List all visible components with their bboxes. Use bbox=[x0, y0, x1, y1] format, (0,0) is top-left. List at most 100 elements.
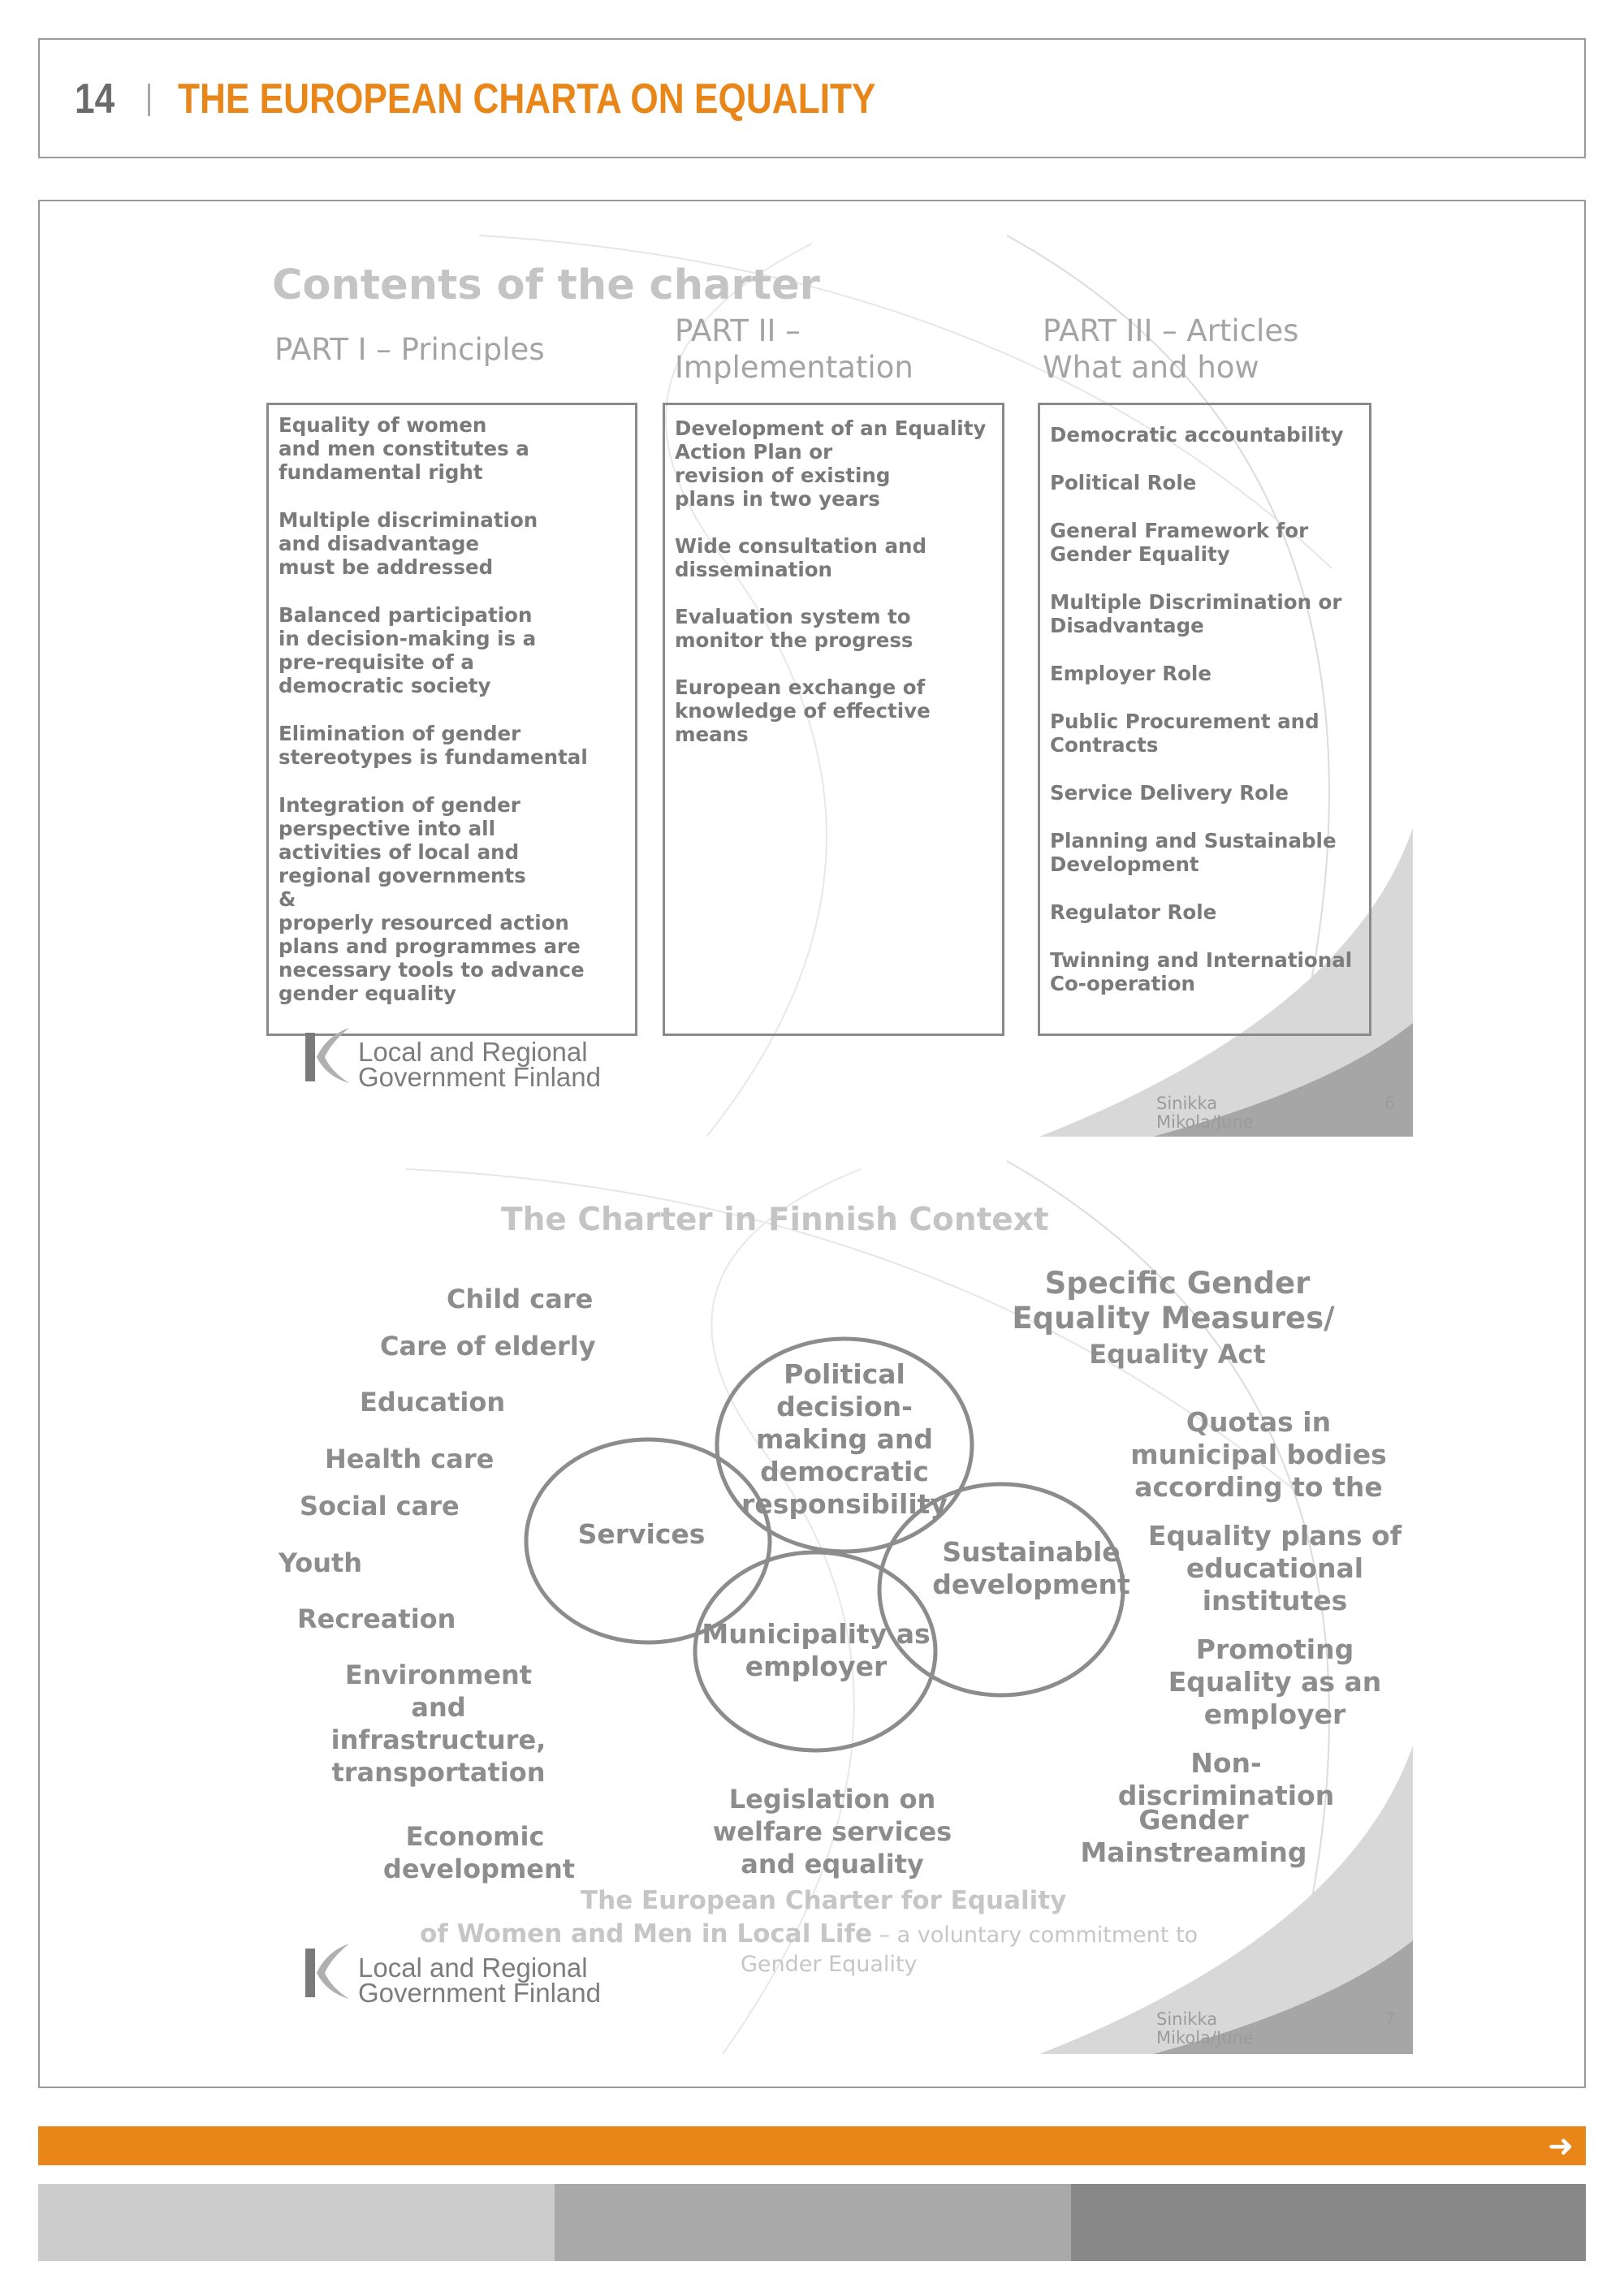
part2-list: Development of an Equality Action Plan o… bbox=[675, 416, 996, 770]
list-item: Public Procurement and Contracts bbox=[1050, 710, 1320, 757]
part2-box: Development of an Equality Action Plan o… bbox=[663, 403, 1004, 1036]
circle-label-political: Political decision- making and democrati… bbox=[741, 1358, 948, 1520]
slide1-logo-line2: Government Finland bbox=[358, 1062, 601, 1092]
page-number: 14 bbox=[75, 76, 115, 123]
charter-footer-bold: of Women and Men in Local Life bbox=[420, 1919, 873, 1949]
venn-diagram bbox=[524, 1336, 1125, 1753]
slide2-logo-line2: Government Finland bbox=[358, 1978, 601, 2008]
right-item: institutes bbox=[1202, 1585, 1348, 1616]
list-item: Equality of women and men constitutes a … bbox=[279, 413, 529, 484]
slide1-number: 6 bbox=[1384, 1094, 1396, 1113]
list-item: Twinning and International Co-operation bbox=[1050, 948, 1353, 995]
left-item: infrastructure, bbox=[330, 1724, 546, 1755]
right-item: Equality as an bbox=[1168, 1666, 1382, 1698]
right-item: discrimination bbox=[1117, 1780, 1335, 1811]
slide1-logo-line1: Local and Regional bbox=[358, 1037, 588, 1067]
right-item: employer bbox=[1203, 1698, 1346, 1730]
list-item: Democratic accountability bbox=[1050, 423, 1344, 447]
footer-bar-dark bbox=[1071, 2184, 1586, 2261]
left-item: Environment bbox=[344, 1659, 533, 1690]
slide1-title: Contents of the charter bbox=[272, 261, 820, 309]
right-item: educational bbox=[1186, 1552, 1364, 1584]
slide1-decoration bbox=[478, 235, 1413, 1137]
part2-heading-line2: Implementation bbox=[675, 350, 914, 385]
footer-bar-mid bbox=[555, 2184, 1071, 2261]
page-title: THE EUROPEAN CHARTA ON EQUALITY bbox=[178, 76, 876, 123]
list-item: Service Delivery Role bbox=[1050, 781, 1289, 805]
part3-box: Democratic accountability Political Role… bbox=[1038, 403, 1371, 1036]
list-item: European exchange of knowledge of effect… bbox=[675, 675, 931, 746]
slides-frame bbox=[38, 200, 1586, 2088]
right-item: municipal bodies bbox=[1130, 1439, 1387, 1470]
part2-heading-line1: PART II – bbox=[675, 313, 801, 348]
part3-heading-line1: PART III – Articles bbox=[1043, 313, 1299, 348]
next-page-arrow-icon[interactable]: ➜ bbox=[1548, 2128, 1574, 2164]
slide2-decoration bbox=[405, 1160, 1413, 2055]
charter-footer-line2: of Women and Men in Local Life – a volun… bbox=[420, 1919, 1198, 1949]
left-item: Recreation bbox=[297, 1603, 456, 1634]
list-item: Elimination of gender stereotypes is fun… bbox=[279, 722, 588, 769]
header-divider bbox=[148, 84, 150, 116]
list-item: Employer Role bbox=[1050, 662, 1212, 685]
right-item: Quotas in bbox=[1186, 1406, 1332, 1438]
slide2-author: Sinikka Mikola/June bbox=[1156, 2009, 1254, 2048]
list-item: Multiple discrimination and disadvantage… bbox=[279, 508, 538, 579]
list-item: Regulator Role bbox=[1050, 900, 1217, 924]
charter-footer-line3: Gender Equality bbox=[741, 1952, 918, 1977]
slide2-number: 7 bbox=[1384, 2009, 1396, 2029]
left-item: Health care bbox=[325, 1444, 495, 1474]
left-item: Child care bbox=[447, 1284, 594, 1314]
part1-box: Equality of women and men constitutes a … bbox=[266, 403, 637, 1036]
left-item: Economic bbox=[405, 1821, 545, 1852]
right-item: Gender bbox=[1138, 1804, 1249, 1836]
circle-label-sustainable: Sustainable development bbox=[932, 1536, 1130, 1600]
bottom-center-line: Legislation on bbox=[728, 1784, 936, 1815]
services-circle bbox=[524, 1437, 772, 1645]
list-item: General Framework for Gender Equality bbox=[1050, 519, 1309, 566]
circle-label-municipality: Municipality as employer bbox=[702, 1618, 931, 1682]
slide2-logo-line1: Local and Regional bbox=[358, 1953, 588, 1983]
part3-heading-line2: What and how bbox=[1043, 350, 1259, 385]
right-item: Non- bbox=[1190, 1747, 1262, 1779]
kuntaliitto-logo-icon bbox=[305, 1028, 349, 1083]
left-item: Education bbox=[360, 1387, 506, 1418]
bottom-center-line: and equality bbox=[741, 1849, 924, 1880]
list-item: Balanced participation in decision-makin… bbox=[279, 603, 537, 697]
list-item: Integration of gender perspective into a… bbox=[279, 793, 585, 1005]
bottom-center-line: welfare services bbox=[712, 1816, 952, 1847]
right-heading-line: Equality Act bbox=[1089, 1339, 1266, 1370]
part1-list: Equality of women and men constitutes a … bbox=[279, 413, 628, 1029]
circle-label-services: Services bbox=[577, 1518, 706, 1550]
slide1-author: Sinikka Mikola/June bbox=[1156, 1094, 1254, 1132]
list-item: Wide consultation and dissemination bbox=[675, 534, 926, 581]
header-box bbox=[38, 38, 1586, 158]
left-item: Social care bbox=[300, 1491, 460, 1521]
left-item: Youth bbox=[279, 1547, 363, 1578]
left-item: development bbox=[382, 1854, 576, 1884]
footer-accent-bar bbox=[38, 2126, 1586, 2165]
right-item: Mainstreaming bbox=[1080, 1836, 1307, 1868]
list-item: Political Role bbox=[1050, 471, 1197, 494]
list-item: Evaluation system to monitor the progres… bbox=[675, 605, 914, 652]
footer-bar-light bbox=[38, 2184, 555, 2261]
list-item: Planning and Sustainable Development bbox=[1050, 829, 1337, 876]
left-item: Care of elderly bbox=[380, 1331, 596, 1362]
part3-list: Democratic accountability Political Role… bbox=[1050, 423, 1363, 1020]
sustainable-circle bbox=[877, 1482, 1125, 1698]
right-item: Equality plans of bbox=[1147, 1520, 1402, 1552]
list-item: Multiple Discrimination or Disadvantage bbox=[1050, 590, 1342, 637]
kuntaliitto-logo-icon bbox=[305, 1944, 349, 1999]
charter-footer-line1: The European Charter for Equality bbox=[581, 1886, 1067, 1915]
right-item: according to the bbox=[1134, 1471, 1383, 1503]
charter-footer-rest: – a voluntary commitment to bbox=[872, 1923, 1199, 1948]
political-circle bbox=[715, 1336, 974, 1554]
right-heading-line: Specific Gender bbox=[1044, 1266, 1311, 1301]
list-item: Development of an Equality Action Plan o… bbox=[675, 416, 987, 511]
left-item: transportation bbox=[331, 1757, 546, 1788]
municipality-circle bbox=[693, 1550, 938, 1753]
slide2-title: The Charter in Finnish Context bbox=[501, 1202, 1049, 1238]
part1-heading: PART I – Principles bbox=[274, 332, 545, 367]
right-item: Promoting bbox=[1195, 1634, 1354, 1665]
right-heading-line: Equality Measures/ bbox=[1012, 1301, 1335, 1336]
left-item: and bbox=[411, 1692, 466, 1723]
